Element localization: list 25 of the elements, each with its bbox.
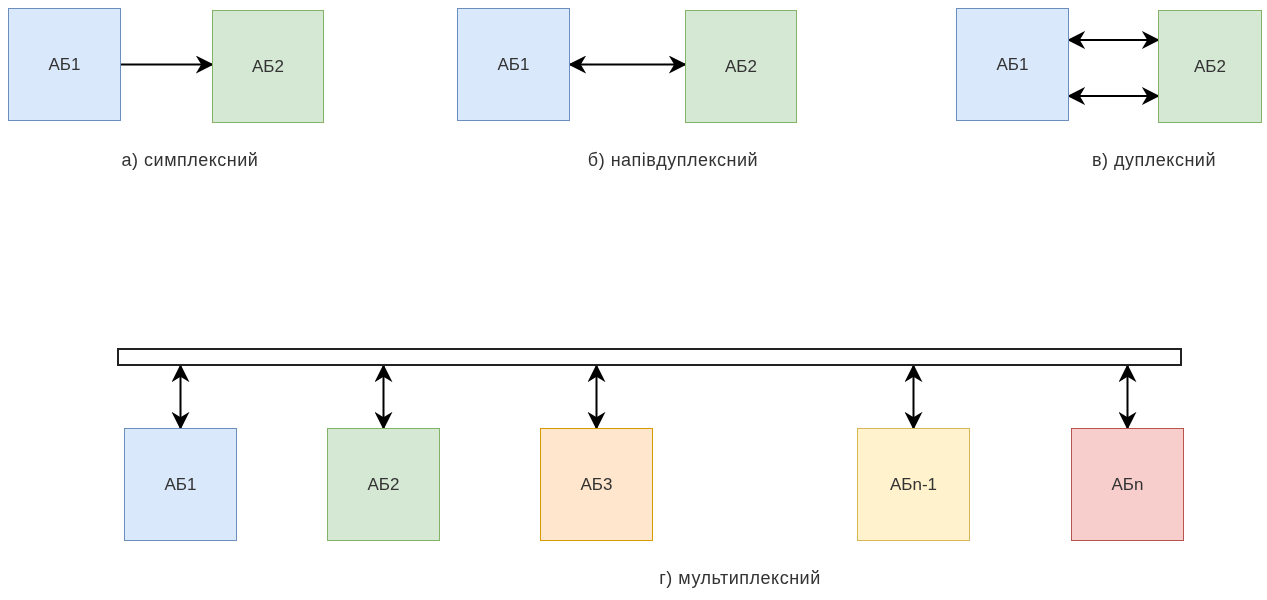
block-box: АБ2 — [685, 10, 797, 123]
block-box: АБ1 — [956, 8, 1069, 121]
bus-bar — [117, 348, 1182, 366]
arrow — [374, 364, 393, 430]
block-box: АБ1 — [124, 428, 237, 541]
block-box: АБ2 — [1158, 10, 1262, 123]
arrow — [904, 364, 923, 430]
block-box: АБ2 — [212, 10, 324, 123]
block-box: АБ1 — [8, 8, 121, 121]
block-box: АБn — [1071, 428, 1184, 541]
arrow — [568, 55, 687, 74]
arrow — [1118, 364, 1137, 430]
block-box: АБn-1 — [857, 428, 970, 541]
caption: в) дуплексний — [1092, 150, 1216, 171]
block-box: АБ2 — [327, 428, 440, 541]
arrow — [1067, 31, 1160, 49]
block-box: АБ1 — [457, 8, 570, 121]
arrow — [171, 364, 190, 430]
arrow — [120, 55, 214, 74]
caption: а) симплексний — [121, 150, 259, 171]
block-box: АБ3 — [540, 428, 653, 541]
arrow — [587, 364, 606, 430]
caption: б) напівдуплексний — [587, 150, 759, 171]
arrow — [1067, 87, 1160, 105]
caption: г) мультиплексний — [659, 568, 821, 589]
